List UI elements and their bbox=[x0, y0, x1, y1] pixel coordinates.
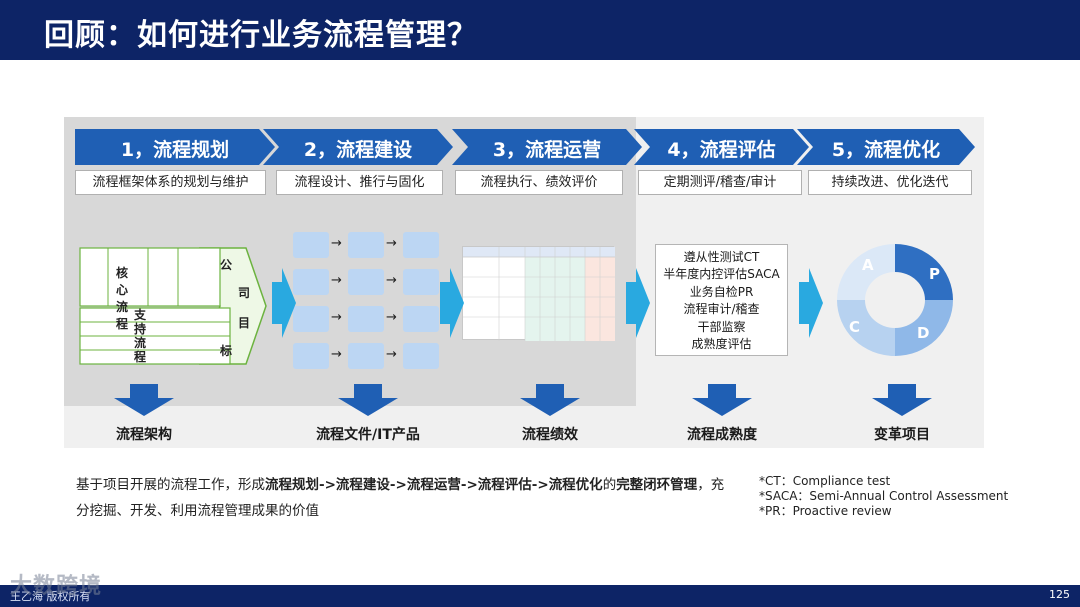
title-bar: 回顾：如何进行业务流程管理？ bbox=[0, 0, 1080, 60]
step-label: 4，流程评估 bbox=[667, 139, 776, 161]
flow-arrow-icon bbox=[799, 268, 823, 338]
cycle-letter-p: P bbox=[929, 265, 940, 283]
summary-paragraph: 基于项目开展的流程工作，形成流程规划->流程建设->流程运营->流程评估->流程… bbox=[76, 477, 725, 519]
down-arrow-icon bbox=[338, 384, 398, 416]
copyright-text: 王乙海 版权所有 bbox=[10, 590, 91, 603]
output-label-2: 流程文件/IT产品 bbox=[316, 427, 420, 443]
watermark: 大数跨境 bbox=[10, 574, 103, 599]
step-chevron-4: 4，流程评估 bbox=[634, 129, 809, 165]
step-desc-2: 流程设计、推行与固化 bbox=[276, 170, 443, 195]
step-desc-5: 持续改进、优化迭代 bbox=[808, 170, 972, 195]
down-arrow-icon bbox=[872, 384, 932, 416]
output-label-1: 流程架构 bbox=[116, 427, 172, 443]
evaluation-item: 半年度内控评估SACA bbox=[663, 267, 780, 282]
flow-arrow-icon bbox=[440, 268, 464, 338]
evaluation-item: 遵从性测试CT bbox=[683, 250, 760, 264]
step-chevron-3: 3，流程运营 bbox=[452, 129, 642, 165]
goal-char-1: 公 bbox=[220, 258, 233, 272]
output-label-4: 流程成熟度 bbox=[687, 427, 757, 443]
step-desc-3: 流程执行、绩效评价 bbox=[455, 170, 623, 195]
step-chevron-1: 1，流程规划 bbox=[75, 129, 275, 165]
footer-bar: 王乙海 版权所有 125 bbox=[0, 585, 1080, 607]
step-chevron-5: 5，流程优化 bbox=[797, 129, 975, 165]
step-label: 1，流程规划 bbox=[120, 139, 230, 161]
step-desc-1: 流程框架体系的规划与维护 bbox=[75, 170, 266, 195]
output-label-5: 变革项目 bbox=[874, 427, 930, 443]
evaluation-item: 成熟度评估 bbox=[691, 337, 752, 352]
note-line: *CT：Compliance test bbox=[759, 474, 891, 488]
goal-char-4: 标 bbox=[220, 344, 233, 358]
evaluation-list: 遵从性测试CT 半年度内控评估SACA 业务自检PR 流程审计/稽查 干部监察 … bbox=[655, 244, 788, 356]
step-label: 5，流程优化 bbox=[831, 139, 941, 161]
step-chevrons: 1，流程规划 2，流程建设 3，流程运营 4，流程评估 5，流程优化 bbox=[75, 129, 975, 165]
down-arrow-icon bbox=[520, 384, 580, 416]
page-number: 125 bbox=[1049, 588, 1070, 601]
cycle-letter-a: A bbox=[862, 256, 874, 274]
flow-arrow-icon bbox=[626, 268, 650, 338]
step-label: 2，流程建设 bbox=[303, 139, 413, 161]
cycle-letter-d: D bbox=[917, 324, 930, 342]
core-process-label: 核心流程 bbox=[116, 266, 129, 331]
step-chevron-2: 2，流程建设 bbox=[263, 129, 453, 165]
evaluation-item: 干部监察 bbox=[697, 319, 746, 334]
flow-arrow-icon bbox=[272, 268, 296, 338]
step-label: 3，流程运营 bbox=[492, 139, 602, 161]
output-label-3: 流程绩效 bbox=[522, 427, 578, 443]
down-arrow-icon bbox=[692, 384, 752, 416]
goal-char-3: 目 bbox=[238, 316, 251, 330]
page-title: 回顾：如何进行业务流程管理？ bbox=[44, 18, 478, 53]
abbreviation-notes: *CT：Compliance test *SACA：Semi-Annual Co… bbox=[759, 474, 1008, 519]
evaluation-item: 业务自检PR bbox=[689, 284, 754, 299]
note-line: *PR：Proactive review bbox=[759, 504, 892, 518]
note-line: *SACA：Semi-Annual Control Assessment bbox=[759, 489, 1009, 503]
pdca-cycle-diagram: P D C A bbox=[827, 238, 963, 362]
performance-table-thumbnail bbox=[462, 246, 615, 341]
evaluation-item: 流程审计/稽查 bbox=[683, 302, 760, 317]
support-process-label: 支持流程 bbox=[134, 308, 147, 364]
cycle-letter-c: C bbox=[849, 318, 861, 336]
goal-char-2: 司 bbox=[238, 286, 251, 300]
down-arrow-icon bbox=[114, 384, 174, 416]
step-desc-4: 定期测评/稽查/审计 bbox=[638, 170, 802, 195]
